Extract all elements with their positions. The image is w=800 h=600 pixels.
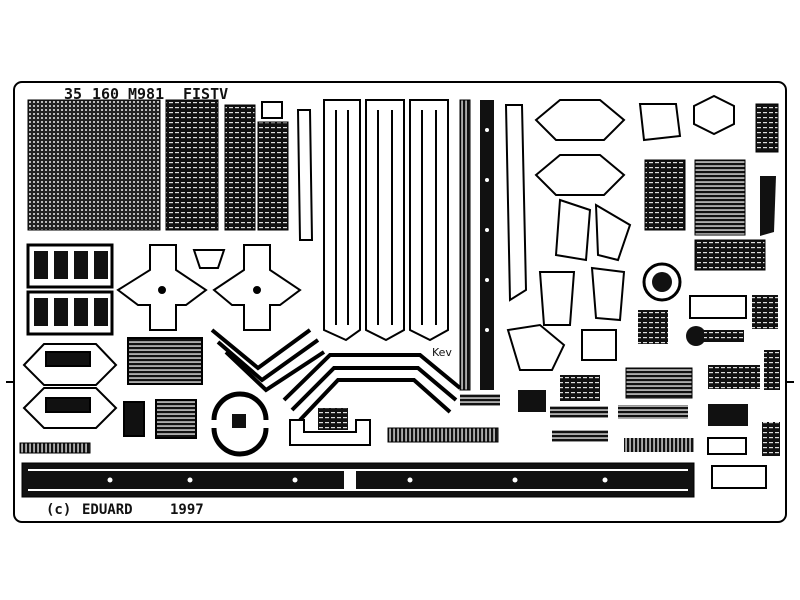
hull-plates [22, 337, 203, 439]
part-box-44 [581, 329, 617, 361]
part-row-11 [387, 427, 499, 443]
header-catalog-number: 35 [64, 85, 82, 103]
part-1-mesh-panel [27, 99, 161, 231]
part-grill-c [257, 121, 289, 231]
part-box-52 [638, 103, 682, 142]
part-long-strip [21, 462, 695, 498]
part-26-strip [296, 109, 314, 241]
t-brackets [116, 244, 302, 331]
part-grill-a [165, 99, 219, 231]
part-grill-right [755, 103, 779, 153]
header-variant: FISTV [183, 85, 228, 103]
window-panels [26, 243, 114, 336]
rail-a [459, 99, 471, 391]
ring-part [211, 391, 269, 457]
part-58-strip [694, 239, 766, 271]
part-24-base [289, 419, 371, 446]
footer-maker: EDUARD [82, 502, 133, 518]
long-channels [323, 99, 449, 342]
rail-c [504, 104, 528, 302]
rail-b [480, 100, 494, 390]
footer-copyright: (c) [46, 502, 71, 518]
curved-bars [210, 328, 462, 422]
header-set-number: 160 [92, 85, 119, 103]
brackets-top [534, 99, 632, 326]
header-model: M981 [128, 85, 164, 103]
kev-label: Kev [432, 346, 452, 359]
part-shield [506, 323, 566, 371]
part-hook [760, 176, 776, 236]
part-51-grill [644, 159, 686, 231]
part-small-box [261, 101, 283, 119]
part-50-frame [694, 159, 746, 236]
part-grill-b [224, 104, 256, 231]
part-clip-top-right [693, 94, 735, 136]
footer-year: 1997 [170, 502, 204, 518]
